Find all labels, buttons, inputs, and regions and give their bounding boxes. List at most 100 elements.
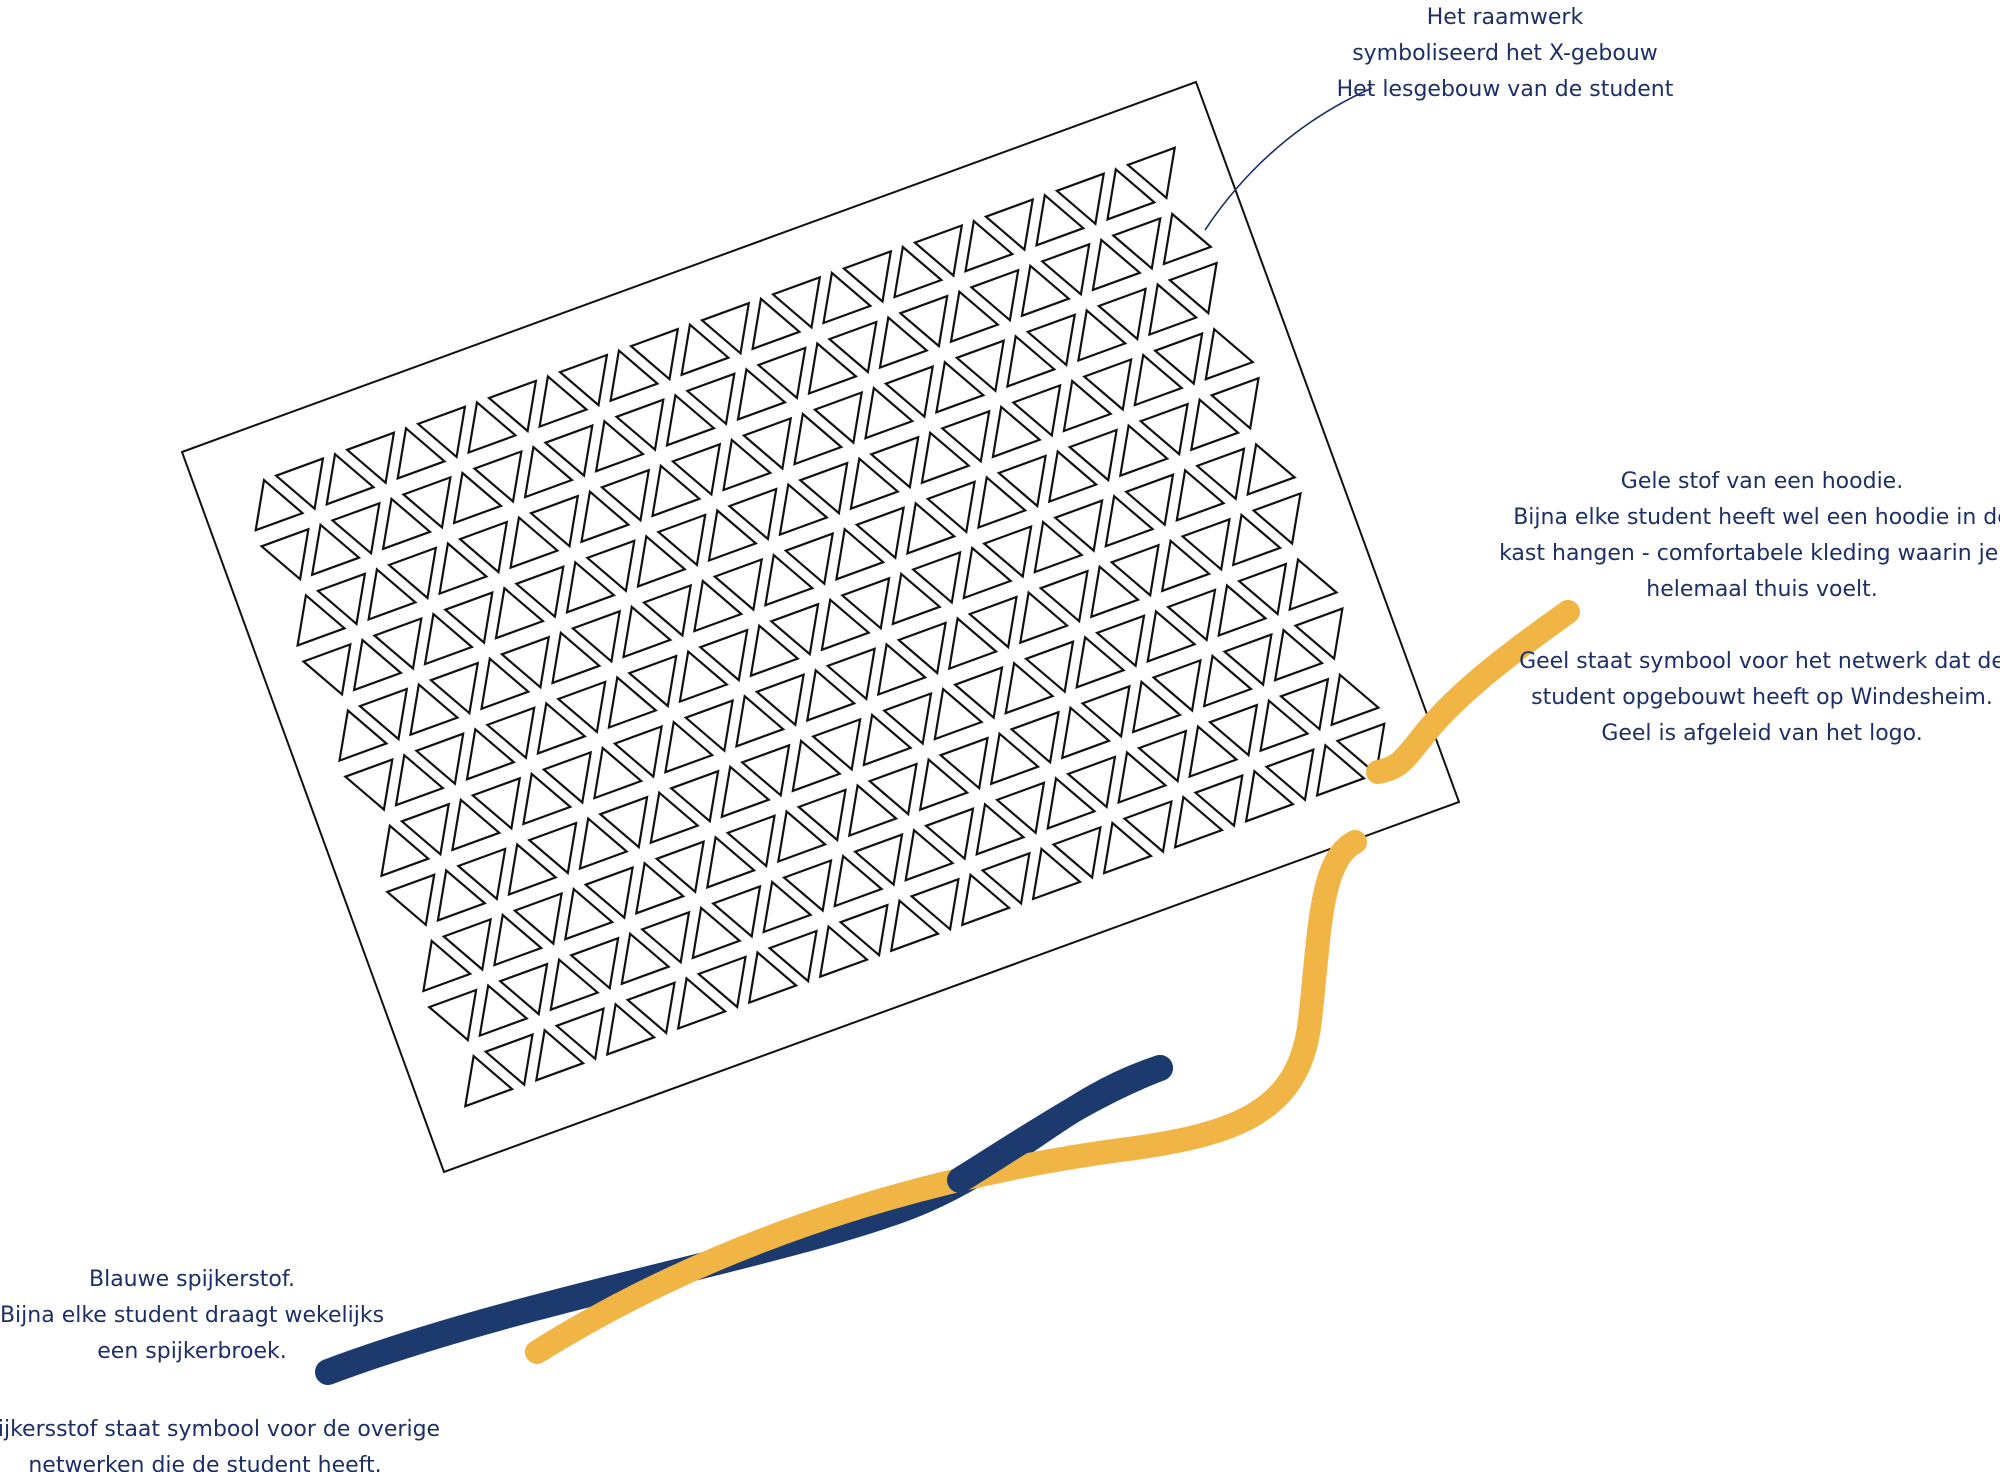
triangle-cutout [749, 623, 800, 678]
triangle-cutout [1175, 468, 1226, 522]
triangle-cutout [478, 983, 529, 1038]
triangle-cutout [578, 816, 629, 871]
triangle-cutout [1023, 640, 1075, 694]
triangle-cutout [962, 545, 1013, 600]
triangle-cutout [960, 872, 1012, 927]
triangle-cutout [499, 635, 551, 690]
triangle-cutout [1125, 146, 1177, 201]
triangle-cutout [840, 576, 891, 631]
triangle-cutout [622, 604, 673, 659]
framework-annotation: Het raamwerk symboliseerd het X-gebouw H… [1155, 0, 1855, 108]
triangle-cutout [1217, 583, 1268, 638]
triangle-cutout [523, 444, 575, 499]
triangle-cutout [1035, 193, 1086, 247]
triangle-cutout [767, 929, 818, 984]
triangle-cutout [1180, 517, 1231, 572]
triangle-cutout [372, 616, 423, 671]
triangle-cutout [699, 301, 751, 356]
triangle-cutout [812, 390, 864, 445]
triangle-cutout [720, 764, 771, 819]
triangle-cutout [1335, 722, 1386, 777]
yellow-line-5: Geel staat symbool voor het netwerk dat … [1519, 649, 2000, 674]
triangle-cutout [1004, 661, 1055, 715]
triangle-cutout [1060, 705, 1112, 760]
triangle-cutout [1202, 653, 1254, 708]
triangle-cutout [736, 367, 788, 422]
triangle-cutout [536, 701, 587, 756]
triangle-cutout [1094, 614, 1146, 668]
triangle-cutout [923, 807, 975, 861]
triangle-cutout [711, 884, 762, 939]
triangle-cutout [756, 346, 807, 400]
triangle-cutout [878, 315, 929, 370]
triangle-cutout [452, 470, 504, 525]
triangle-cutout [436, 868, 487, 923]
triangle-cutout [707, 508, 758, 563]
triangle-cutout [470, 776, 522, 831]
triangle-cutout [1062, 378, 1113, 433]
triangle-cutout [1244, 769, 1296, 823]
triangle-cutout [549, 957, 600, 1012]
triangle-cutout [935, 360, 986, 414]
triangle-cutout [1104, 494, 1155, 548]
triangle-cutout [864, 385, 915, 440]
triangle-cutout [380, 823, 431, 878]
triangle-cutout [654, 840, 705, 894]
triangle-cutout [427, 988, 478, 1043]
triangle-cutout [569, 936, 620, 991]
triangle-cutout [1138, 402, 1189, 457]
triangle-cutout [527, 821, 578, 876]
triangle-cutout [1118, 423, 1170, 478]
triangle-cutout [483, 1032, 534, 1087]
triangle-cutout [912, 223, 964, 278]
triangle-cutout [1236, 562, 1288, 617]
triangle-cutout [783, 531, 835, 586]
triangle-cutout [807, 341, 859, 396]
triangle-cutout [486, 379, 538, 434]
triangle-cutout [514, 565, 565, 619]
yellow-thread [525, 830, 1367, 1364]
triangle-cutout [994, 781, 1046, 835]
triangle-cutout [678, 649, 729, 704]
triangle-cutout [898, 294, 949, 349]
triangle-cutout [343, 757, 394, 812]
triangle-cutout [949, 289, 1000, 344]
triangle-cutout [598, 795, 649, 850]
triangle-cutout [896, 621, 947, 676]
triangle-cutout [862, 712, 913, 767]
triangle-cutout [727, 487, 778, 542]
framework-leader-line [1204, 87, 1373, 231]
triangle-cutout [451, 797, 502, 852]
triangle-cutout [841, 249, 893, 304]
triangle-cutout [607, 675, 658, 730]
triangle-cutout [651, 463, 702, 518]
triangle-cutout [991, 404, 1042, 459]
triangle-cutout [953, 665, 1004, 720]
triangle-cutout [1288, 557, 1339, 612]
triangle-cutout [338, 708, 389, 763]
triangle-cutout [457, 520, 509, 575]
triangle-cutout [740, 743, 791, 798]
triangle-cutout [1165, 588, 1217, 642]
triangle-cutout [754, 673, 805, 727]
triangle-cutout [1315, 743, 1367, 798]
triangle-cutout [599, 468, 651, 523]
triangle-cutout [891, 571, 942, 626]
triangle-cutout [964, 218, 1015, 273]
triangle-cutout [1148, 282, 1199, 337]
framework-line-2: symboliseerd het X-gebouw [1352, 41, 1658, 66]
triangle-cutout [330, 501, 381, 556]
triangle-cutout [594, 419, 646, 473]
triangle-cutout [1251, 491, 1302, 546]
blue-fabric-annotation: Blauwe spijkerstof. Bijna elke student d… [0, 1262, 452, 1370]
triangle-cutout [472, 449, 523, 504]
triangle-cutout [628, 327, 680, 382]
triangle-cutout [940, 409, 991, 464]
triangle-cutout [1077, 308, 1128, 363]
triangle-cutout [781, 858, 833, 913]
triangle-cutout [811, 717, 862, 772]
triangle-cutout [996, 454, 1047, 509]
triangle-cutout [769, 602, 820, 657]
triangle-cutout [1065, 755, 1117, 810]
